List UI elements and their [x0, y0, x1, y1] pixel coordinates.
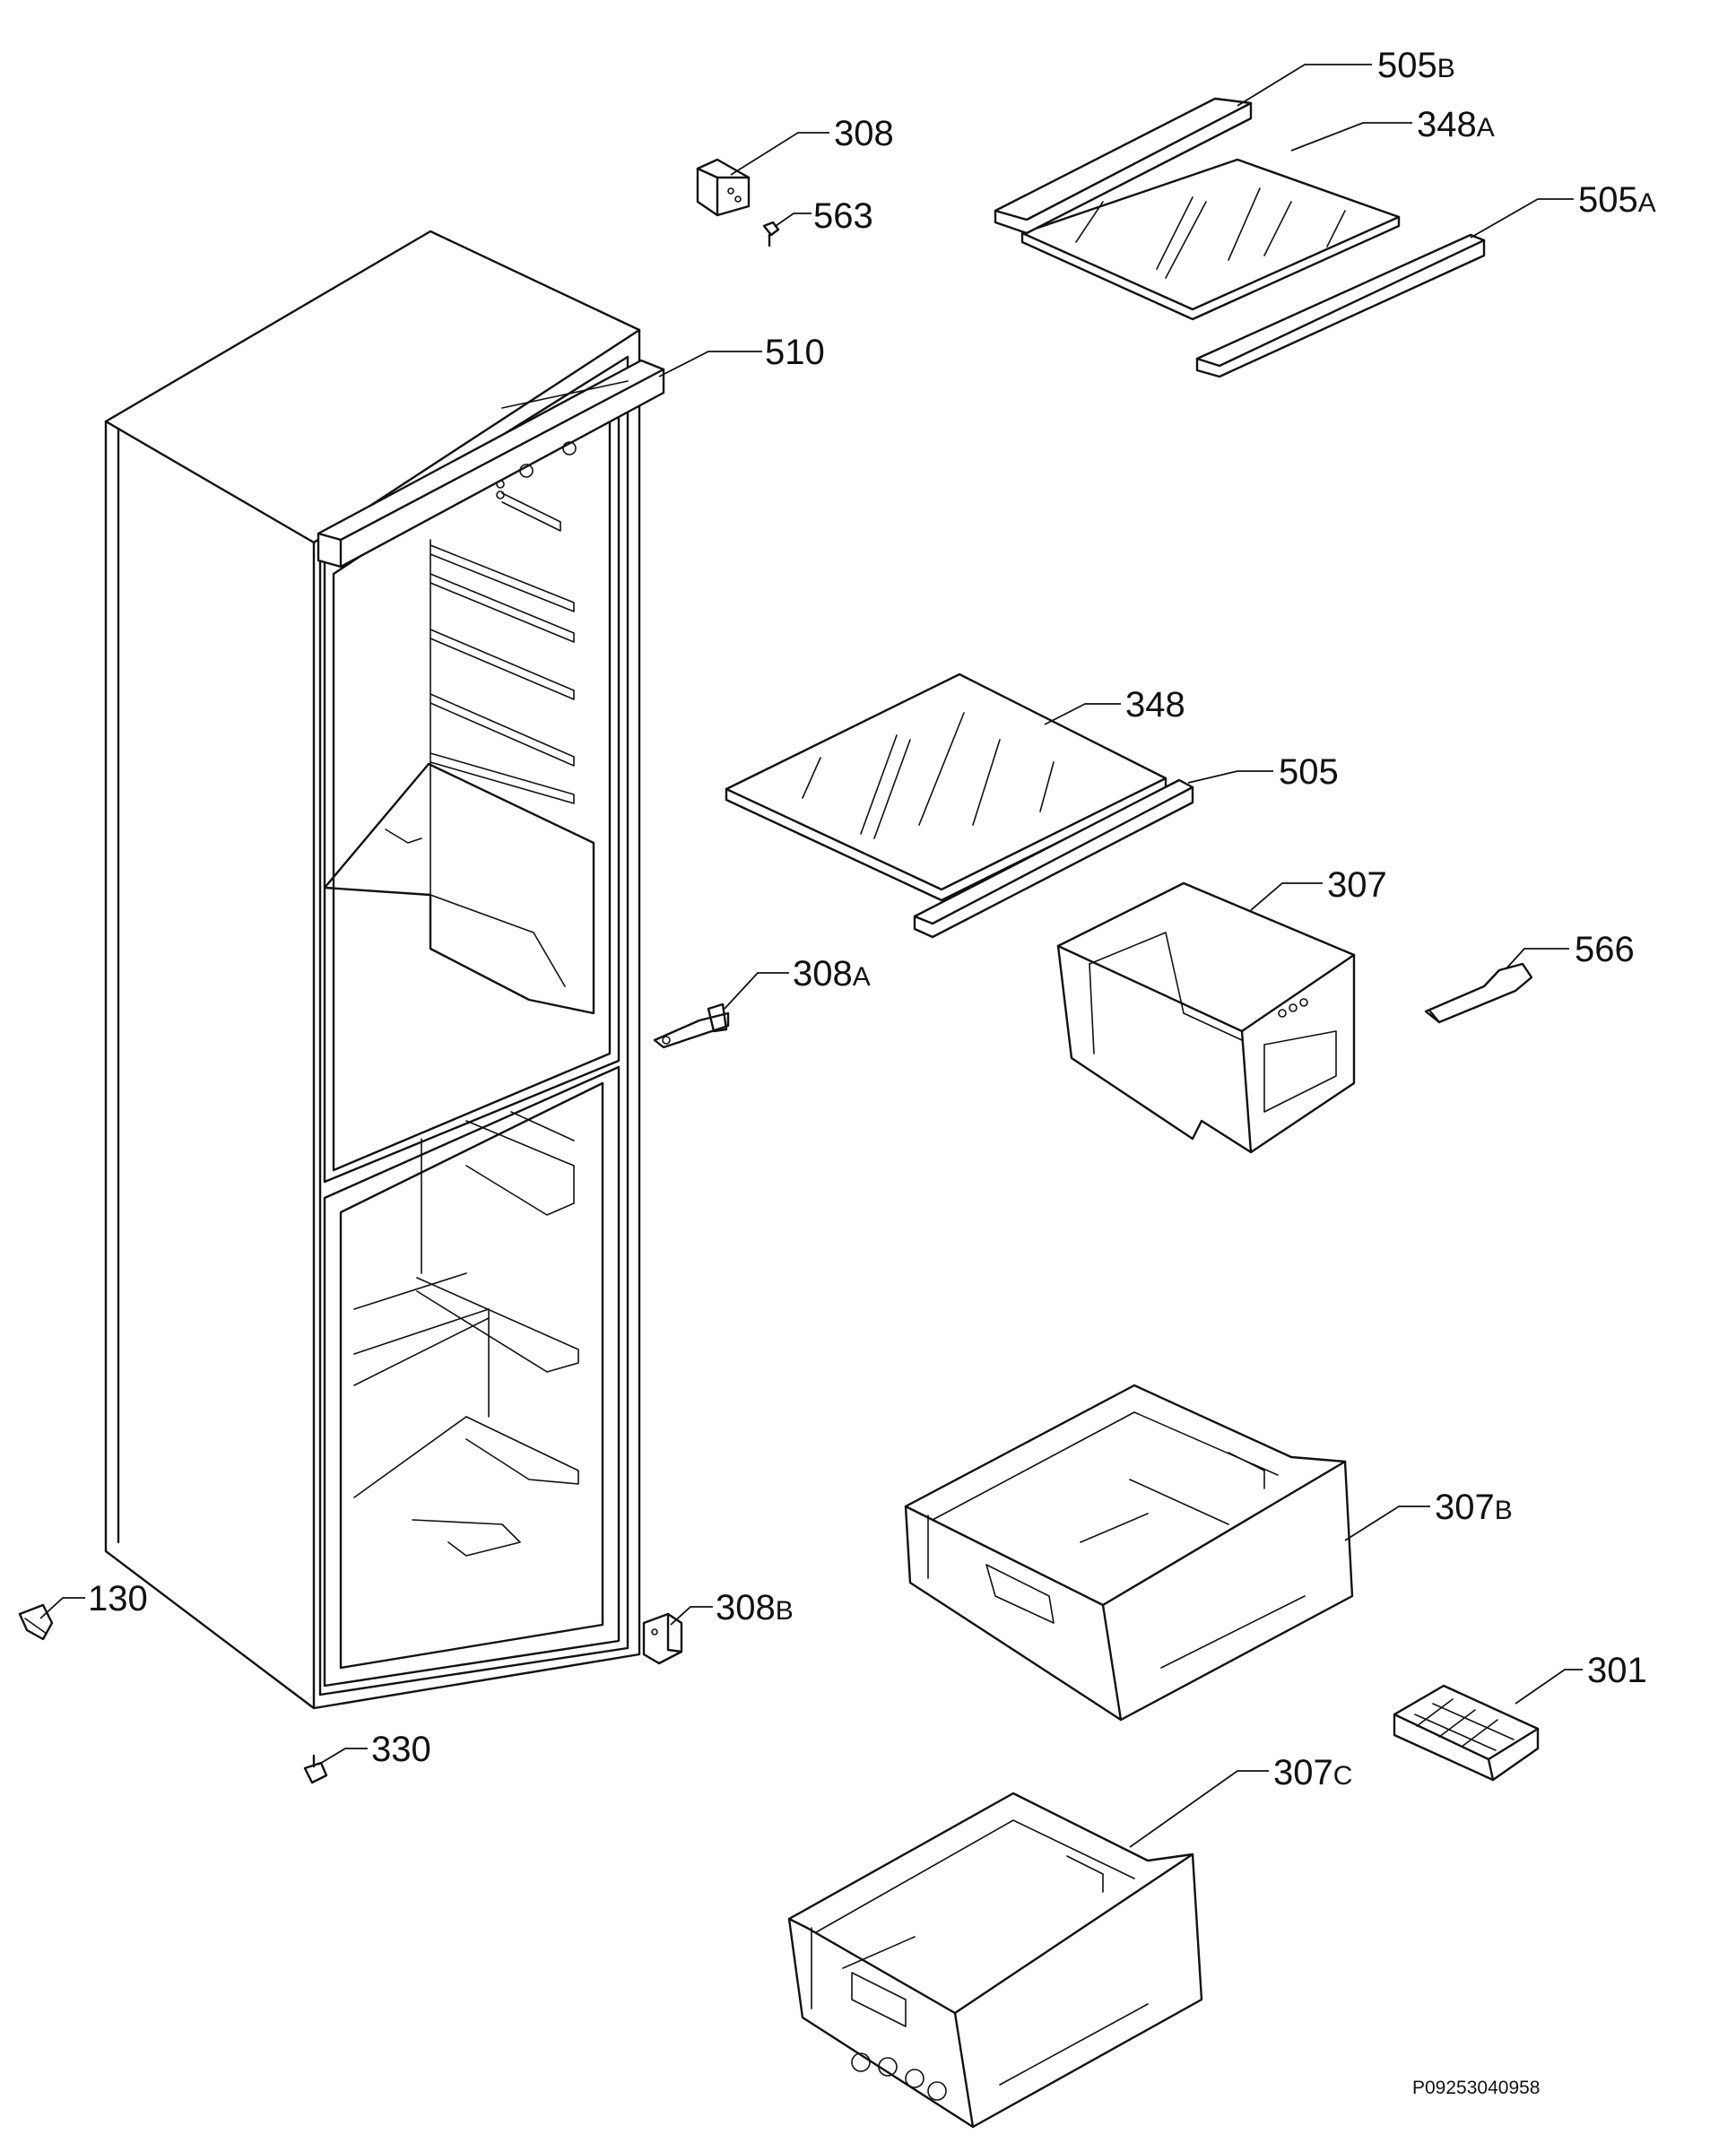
foot-130 — [18, 1603, 54, 1641]
label-130: 130 — [88, 1579, 148, 1618]
freezer-drawer-307b — [904, 1384, 1354, 1722]
label-348: 348 — [1125, 685, 1185, 725]
upper-shelf-supports — [430, 492, 575, 804]
glass-shelf-348a — [1020, 158, 1401, 321]
hinge-bottom — [642, 1612, 683, 1665]
screw-330 — [303, 1754, 328, 1784]
label-505b: 505B — [1377, 46, 1455, 85]
shelf-trim-505 — [913, 778, 1194, 939]
label-505: 505 — [1279, 752, 1339, 792]
fridge-cabinet — [104, 230, 641, 1710]
hinge-middle — [653, 1002, 730, 1049]
lower-shelves — [353, 1111, 579, 1557]
label-308: 308 — [834, 114, 894, 153]
ice-tray-301 — [1393, 1684, 1540, 1782]
label-307b: 307B — [1435, 1488, 1513, 1527]
label-505a: 505A — [1578, 180, 1656, 220]
shelf-trim-505b — [994, 97, 1253, 235]
upper-crisper-recess — [323, 762, 595, 1015]
hinge-top — [696, 158, 751, 217]
label-308a: 308A — [793, 954, 871, 994]
freezer-drawer-307c — [787, 1792, 1203, 2129]
scraper-566 — [1424, 962, 1533, 1024]
label-307: 307 — [1327, 865, 1387, 905]
label-566: 566 — [1575, 930, 1635, 969]
label-563: 563 — [813, 196, 873, 236]
label-330: 330 — [371, 1730, 431, 1769]
label-307c: 307C — [1273, 1753, 1352, 1792]
crisper-bin-307 — [1056, 881, 1356, 1154]
label-510: 510 — [765, 333, 825, 372]
glass-shelf-348 — [725, 672, 1167, 902]
label-308b: 308B — [716, 1588, 794, 1627]
label-301: 301 — [1587, 1651, 1647, 1690]
part-labels: 505B 308 348A 563 505A 510 348 505 307 5… — [88, 46, 1656, 1792]
document-code: P09253040958 — [1412, 2078, 1540, 2098]
screw-563 — [762, 221, 780, 247]
label-348a: 348A — [1417, 105, 1495, 144]
control-panel — [317, 359, 665, 568]
shelf-trim-505a — [1195, 233, 1486, 378]
leader-lines — [39, 64, 1583, 1848]
